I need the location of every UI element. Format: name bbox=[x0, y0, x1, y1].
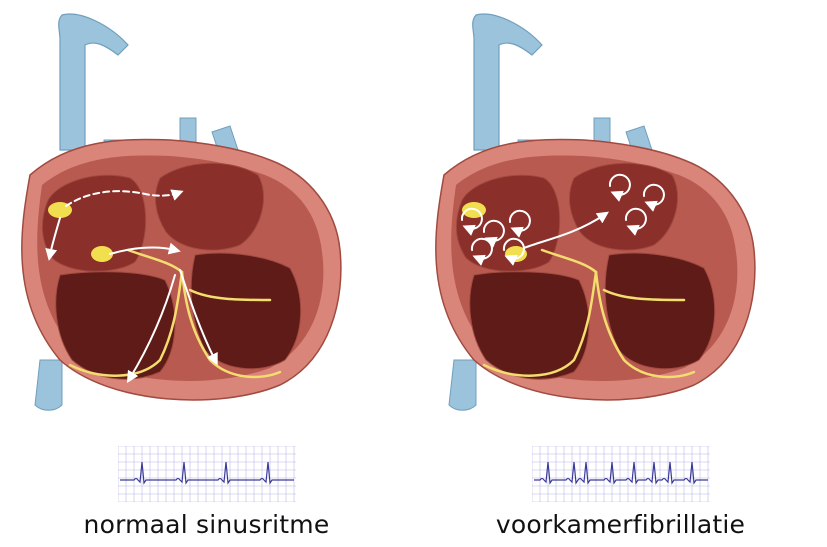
ecg-trace bbox=[534, 462, 708, 483]
ecg-strip-afib bbox=[532, 446, 710, 502]
caption-normal-sinus: normaal sinusritme bbox=[0, 510, 413, 539]
ecg-strip-normal bbox=[118, 446, 296, 502]
panel-normal-sinus: normaal sinusritme bbox=[0, 0, 413, 547]
panel-atrial-fibrillation: voorkamerfibrillatie bbox=[414, 0, 827, 547]
caption-atrial-fibrillation: voorkamerfibrillatie bbox=[414, 510, 827, 539]
left-ventricle bbox=[605, 253, 715, 369]
superior-vena-cava bbox=[59, 14, 128, 150]
inferior-vena-cava bbox=[35, 360, 62, 410]
superior-vena-cava bbox=[473, 14, 542, 150]
left-atrium bbox=[155, 163, 263, 250]
heart-illustration-normal bbox=[0, 0, 413, 430]
left-ventricle bbox=[191, 253, 301, 369]
heart-illustration-afib bbox=[414, 0, 827, 430]
ecg-trace bbox=[120, 462, 294, 483]
inferior-vena-cava bbox=[449, 360, 476, 410]
